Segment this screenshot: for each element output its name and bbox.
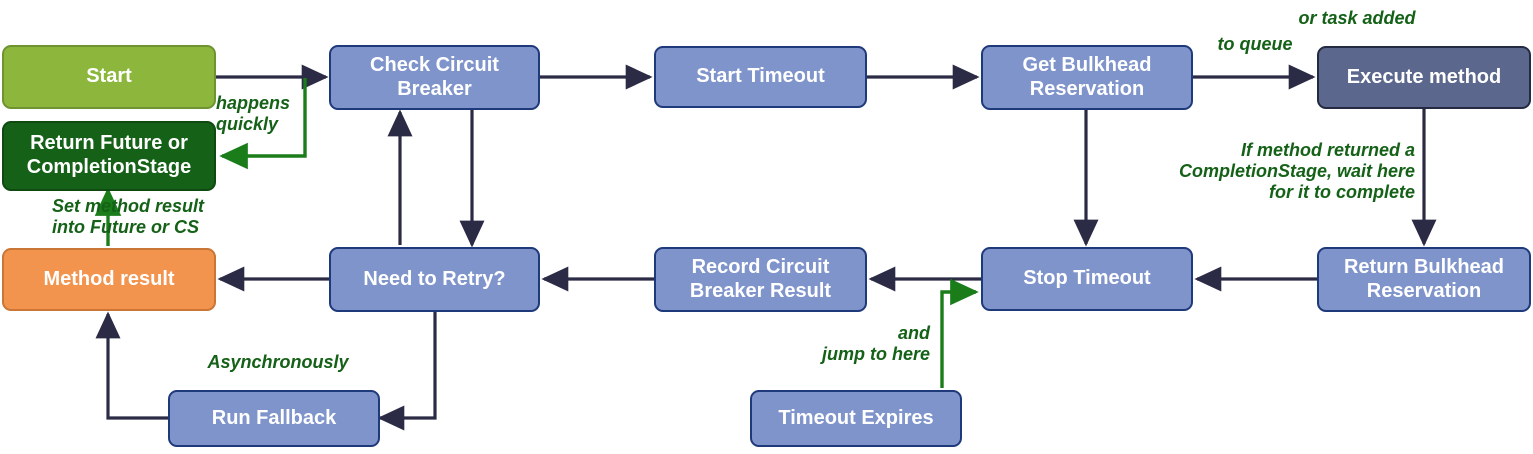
annotation-happens-quickly: happens quickly (216, 93, 291, 135)
edge-timeout-expires-to-stop-timeout (940, 278, 979, 388)
edge-need-retry-to-run-fallback (377, 312, 437, 431)
node-execute-method-label: Execute method (1346, 65, 1502, 88)
node-start-timeout-label: Start Timeout (696, 65, 825, 88)
annotation-asynchronously: Asynchronously (207, 352, 349, 372)
node-stop-timeout[interactable]: Stop Timeout (981, 247, 1193, 311)
node-start-timeout[interactable]: Start Timeout (654, 46, 867, 108)
node-start[interactable]: Start (2, 45, 216, 109)
node-stop-timeout-label: Stop Timeout (1023, 267, 1151, 290)
annotation-wait-here: If method returned a CompletionStage, wa… (1178, 140, 1415, 203)
dark-connectors (95, 64, 1437, 431)
edge-run-fallback-to-method-result (95, 311, 168, 420)
node-run-fallback-label: Run Fallback (211, 406, 337, 429)
node-method-result-label: Method result (43, 267, 175, 290)
annotation-or-task-added: or task added (1298, 8, 1416, 28)
node-run-fallback[interactable]: Run Fallback (168, 390, 380, 447)
annotation-to-queue: to queue (1217, 34, 1293, 54)
annotation-and-jump-to-here: and jump to here (821, 323, 930, 365)
node-timeout-expires[interactable]: Timeout Expires (750, 390, 962, 447)
node-execute-method[interactable]: Execute method (1317, 46, 1531, 109)
node-need-to-retry-label: Need to Retry? (363, 267, 506, 290)
node-start-label: Start (86, 65, 132, 88)
green-connectors (94, 78, 979, 388)
node-timeout-expires-label: Timeout Expires (778, 406, 934, 429)
node-method-result[interactable]: Method result (2, 248, 216, 311)
node-need-to-retry[interactable]: Need to Retry? (329, 247, 540, 312)
annotation-set-method-result: Set method result into Future or CS (52, 196, 205, 238)
edge-start-to-return-future (219, 78, 307, 170)
